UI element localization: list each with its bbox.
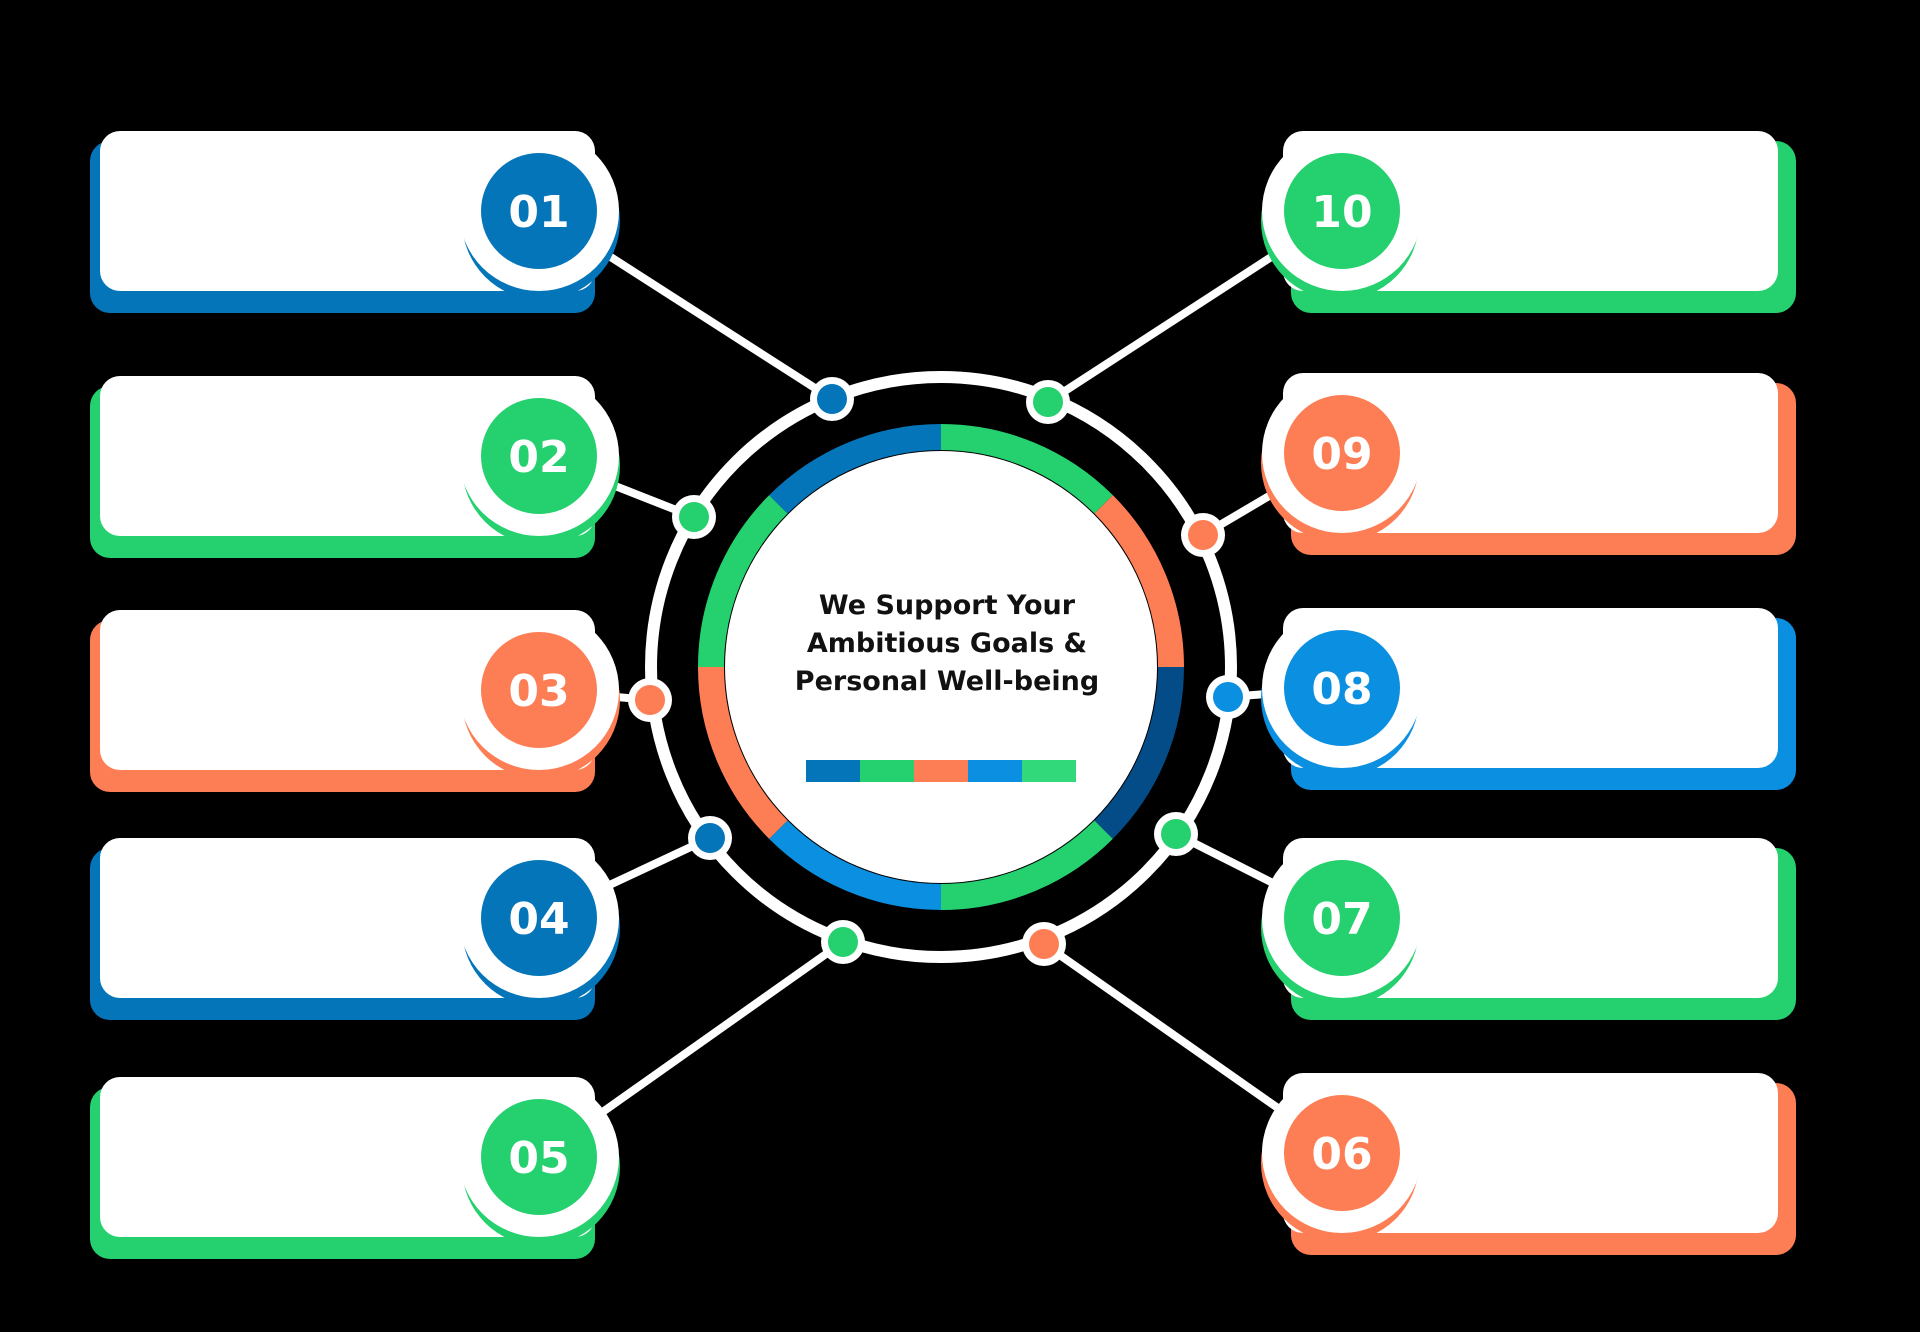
inner-ring-segment (769, 820, 942, 910)
ring-node-dot (635, 685, 665, 715)
badge-circle (1284, 860, 1400, 976)
color-bar-segment (1022, 760, 1076, 782)
badge-circle (1284, 1095, 1400, 1211)
item-number: 06 (1311, 1129, 1372, 1180)
item-number: 04 (508, 894, 569, 945)
inner-ring-segment (698, 495, 788, 668)
ring-nodes (628, 377, 1250, 966)
item-number: 10 (1311, 187, 1372, 238)
outer-ring-circle (645, 371, 1237, 963)
center-title-line-3: Personal Well-being (795, 666, 1099, 697)
outer-ring (645, 371, 1237, 963)
center-title-line-2: Ambitious Goals & (807, 628, 1087, 659)
badge-circle (481, 632, 597, 748)
inner-ring-segment (940, 424, 1113, 514)
item-number: 08 (1311, 664, 1372, 715)
ring-node-dot (695, 823, 725, 853)
item-number: 05 (508, 1133, 569, 1184)
ring-node-dot (1033, 387, 1063, 417)
inner-ring-segment (1094, 495, 1184, 668)
inner-ring-segment (769, 424, 942, 514)
color-bar-segment (968, 760, 1022, 782)
item-number: 01 (508, 187, 569, 238)
badge-circle (481, 153, 597, 269)
ring-node-dot (1213, 682, 1243, 712)
badge-circle (1284, 395, 1400, 511)
inner-ring-segment (698, 666, 788, 839)
badge-circle (1284, 630, 1400, 746)
ring-node-dot (1188, 520, 1218, 550)
item-number: 02 (508, 432, 569, 483)
ring-node-dot (1161, 819, 1191, 849)
ring-node-dot (1029, 929, 1059, 959)
badge-circle (481, 860, 597, 976)
color-bar-segment (806, 760, 860, 782)
badge-circle (1284, 153, 1400, 269)
ring-node-dot (828, 927, 858, 957)
inner-ring-segment (1094, 666, 1184, 839)
center-hub: We Support Your Ambitious Goals & Person… (698, 424, 1184, 910)
ring-node-dot (817, 384, 847, 414)
item-number: 07 (1311, 894, 1372, 945)
badge-circle (481, 1099, 597, 1215)
inner-ring-segment (940, 820, 1113, 910)
item-number: 03 (508, 666, 569, 717)
badge-circle (481, 398, 597, 514)
color-bar-segment (860, 760, 914, 782)
ring-node-dot (679, 502, 709, 532)
item-number: 09 (1311, 429, 1372, 480)
center-title-line-1: We Support Your (819, 590, 1076, 621)
color-bar-segment (914, 760, 968, 782)
item-cards: 01 02 03 04 05 06 07 08 09 10 (90, 131, 1796, 1259)
